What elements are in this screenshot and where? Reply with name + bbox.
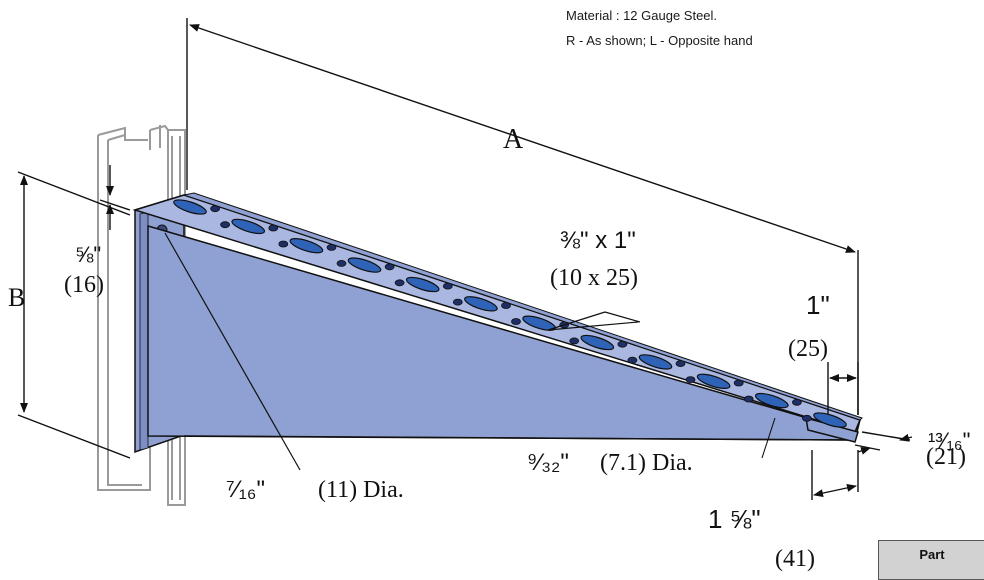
flange-hole — [268, 224, 279, 232]
flange-top-mm: (16) — [64, 272, 104, 298]
flange-slot — [580, 334, 615, 351]
slot-size-dim: ⅜" x 1" — [560, 227, 636, 254]
flange-hole — [569, 337, 580, 345]
part-header-label: Part — [919, 547, 945, 562]
flange-top-dim: ⅝" — [75, 242, 101, 267]
flange-slot — [813, 412, 847, 428]
flange-hole — [743, 395, 754, 403]
flange-slot — [347, 257, 382, 273]
flange-hole — [675, 360, 686, 368]
flange-hole — [627, 356, 638, 364]
flange-slot — [464, 296, 498, 312]
flange-slot — [754, 392, 789, 409]
width-mm: (41) — [775, 546, 815, 572]
depth-dim: ¹³⁄₁₆" — [928, 428, 970, 453]
flange-hole — [733, 379, 744, 387]
hole-small-mm: (7.1) Dia. — [600, 450, 693, 476]
flange-hole — [394, 279, 405, 287]
end-length-mm: (25) — [788, 336, 828, 362]
dim-b-label: B — [8, 283, 25, 312]
flange-hole — [384, 263, 395, 271]
flange-slot — [522, 315, 556, 331]
flange-hole — [685, 376, 696, 384]
depth-mm: (21) — [926, 444, 966, 470]
dimension-lines — [17, 18, 913, 500]
flange-hole — [501, 302, 511, 309]
hole-large-dim: ⁷⁄₁₆" — [226, 476, 265, 503]
flange-hole — [278, 240, 289, 248]
flange-hole — [336, 259, 347, 267]
flange-slot — [405, 276, 440, 293]
flange-slot — [638, 354, 673, 370]
flange-hole — [802, 414, 812, 422]
flange-hole — [617, 340, 628, 348]
flange-hole — [210, 205, 221, 213]
dim-a-label: A — [503, 124, 524, 155]
flange-hole — [511, 318, 521, 325]
end-length-dim: 1" — [806, 290, 830, 320]
slot-size-mm: (10 x 25) — [550, 265, 638, 291]
hole-large-mm: (11) Dia. — [318, 477, 404, 503]
flange-hole — [442, 282, 453, 290]
flange-hole — [792, 398, 802, 406]
material-note: Material : 12 Gauge Steel. — [566, 8, 718, 23]
flange-hole — [220, 221, 231, 229]
flange-hole — [326, 243, 337, 251]
hole-small-dim: ⁹⁄₃₂" — [527, 449, 569, 476]
flange-hole — [452, 298, 463, 306]
width-dim: 1 ⅝" — [708, 504, 761, 534]
part-number-header: Part — [878, 540, 984, 580]
flange-slot — [696, 373, 731, 389]
bracket-web — [147, 225, 861, 443]
hand-note: R - As shown; L - Opposite hand — [566, 33, 753, 48]
